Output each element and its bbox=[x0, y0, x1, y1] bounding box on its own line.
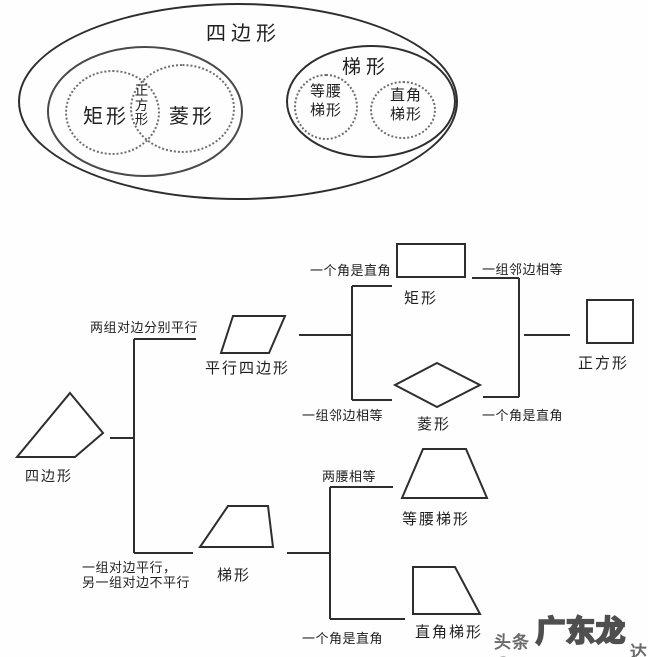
right-trapezoid-label: 直角梯形 bbox=[415, 624, 484, 641]
condition-right-angle-bottom: 一个角是直角 bbox=[482, 408, 564, 423]
venn-rhombus-circle bbox=[130, 64, 235, 153]
venn-trapezoid-title: 梯形 bbox=[342, 57, 391, 78]
condition-right-angle-top: 一个角是直角 bbox=[310, 263, 392, 278]
venn-rectangle-label: 矩形 bbox=[83, 106, 129, 128]
watermark-suffix: 达 bbox=[630, 642, 648, 657]
isosceles-trapezoid-label: 等腰梯形 bbox=[402, 511, 471, 528]
parallelogram-shape bbox=[219, 315, 287, 354]
condition-adjacent-sides-equal-top: 一组邻边相等 bbox=[482, 262, 564, 277]
condition-two-pairs-parallel: 两组对边分别平行 bbox=[90, 320, 199, 335]
quadrilateral-shape bbox=[14, 391, 105, 458]
venn-title-quadrilateral: 四边形 bbox=[206, 23, 281, 45]
watermark-main: 广东龙网 bbox=[535, 615, 626, 657]
condition-adjacent-sides-equal-bottom: 一组邻边相等 bbox=[302, 408, 384, 423]
condition-right-angle-trapezoid: 一个角是直角 bbox=[302, 631, 384, 646]
venn-outer-ellipse-quadrilateral bbox=[18, 3, 458, 200]
trapezoid-label: 梯形 bbox=[217, 567, 252, 584]
venn-trapezoid-group-ellipse bbox=[286, 45, 456, 158]
condition-legs-equal: 两腰相等 bbox=[322, 469, 377, 484]
watermark: 头条@ 广东龙网 达 bbox=[494, 608, 648, 657]
venn-isosceles-trapezoid-circle bbox=[294, 74, 358, 140]
right-trapezoid-shape bbox=[412, 566, 482, 615]
parallelogram-label: 平行四边形 bbox=[205, 360, 291, 377]
square-shape bbox=[586, 299, 634, 344]
condition-one-pair-parallel: 一组对边平行， 另一组对边不平行 bbox=[82, 560, 191, 590]
quadrilateral-label: 四边形 bbox=[25, 468, 73, 484]
venn-right-trapezoid-circle bbox=[370, 81, 436, 139]
rectangle-shape bbox=[396, 243, 466, 278]
venn-square-label: 正方形 bbox=[134, 83, 149, 127]
venn-parallelogram-group-ellipse bbox=[47, 46, 243, 177]
isosceles-trapezoid-shape bbox=[400, 448, 489, 499]
rhombus-label: 菱形 bbox=[417, 416, 452, 433]
trapezoid-shape bbox=[198, 505, 275, 548]
watermark-prefix: 头条@ bbox=[494, 632, 530, 657]
venn-rhombus-label: 菱形 bbox=[169, 106, 215, 128]
square-label: 正方形 bbox=[578, 355, 630, 372]
venn-right-trapezoid-label: 直角梯形 bbox=[389, 87, 422, 123]
venn-isosceles-trapezoid-label: 等腰梯形 bbox=[309, 83, 342, 119]
rectangle-label: 矩形 bbox=[404, 290, 439, 307]
rhombus-shape bbox=[392, 361, 483, 409]
